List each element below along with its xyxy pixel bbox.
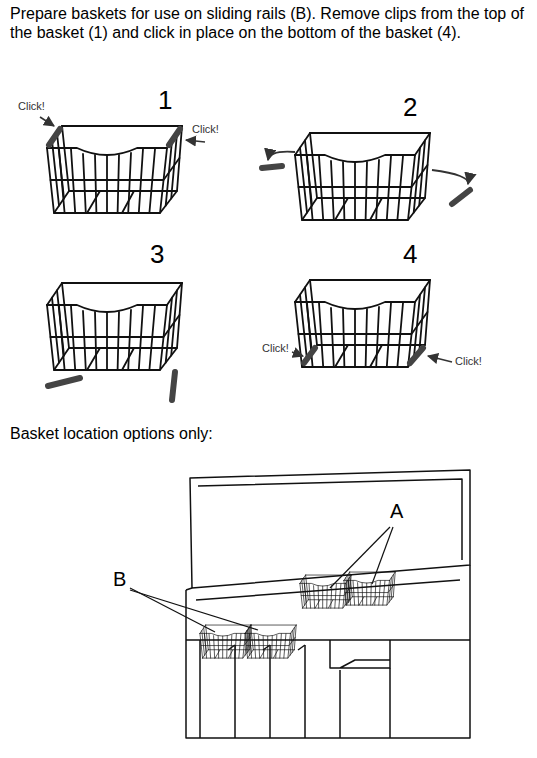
- step-number: 2: [403, 93, 417, 121]
- step-number: 4: [403, 240, 417, 268]
- basket-a: [344, 572, 395, 605]
- step-number: 1: [158, 86, 172, 114]
- basket-step-4: [292, 280, 452, 367]
- leader-lines: [130, 527, 393, 632]
- click-label: Click!: [18, 100, 45, 112]
- basket-step-2: [262, 133, 470, 220]
- instruction-text: Prepare baskets for use on sliding rails…: [10, 4, 532, 42]
- basket-step-1: [40, 117, 205, 213]
- basket-step-3: [47, 283, 182, 400]
- click-label: Click!: [455, 355, 482, 367]
- basket-b: [200, 625, 251, 658]
- callout-letter: A: [390, 500, 403, 522]
- click-label: Click!: [192, 123, 219, 135]
- step-number: 3: [150, 240, 164, 268]
- chest-freezer: [186, 470, 470, 738]
- callout-letter: B: [113, 568, 126, 590]
- section-text: Basket location options only:: [10, 424, 510, 443]
- basket-a: [300, 575, 351, 608]
- click-label: Click!: [262, 342, 289, 354]
- basket-b: [245, 625, 296, 658]
